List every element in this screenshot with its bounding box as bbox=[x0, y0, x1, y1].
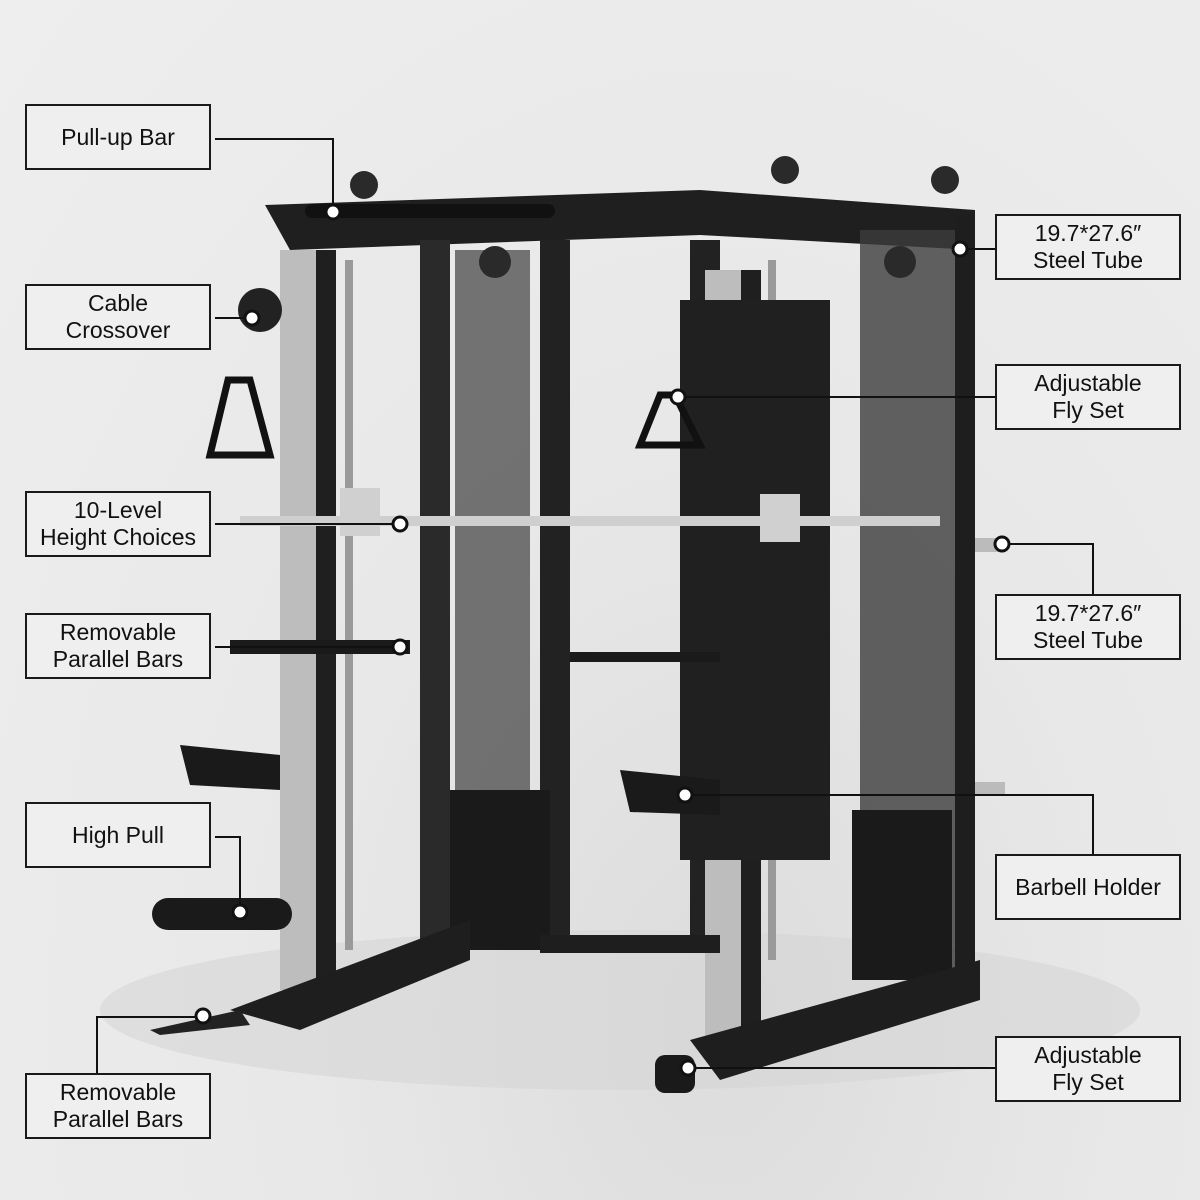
callout-dots bbox=[194, 203, 1011, 1077]
callout-text: Removable bbox=[59, 619, 177, 645]
callout-dot bbox=[993, 535, 1011, 553]
callout-steel-tube-side: 19.7*27.6″Steel Tube bbox=[995, 594, 1181, 660]
callout-text: Removable bbox=[59, 1079, 177, 1105]
callout-text: Fly Set bbox=[1052, 1069, 1124, 1095]
callout-text: Parallel Bars bbox=[52, 646, 184, 672]
callout-dot bbox=[243, 309, 261, 327]
callout-text: Parallel Bars bbox=[52, 1106, 184, 1132]
callout-text: Steel Tube bbox=[1033, 247, 1143, 273]
callout-barbell-holder: Barbell Holder bbox=[995, 854, 1181, 920]
callout-text: Pull-up Bar bbox=[61, 123, 175, 150]
callout-text: Cable bbox=[87, 290, 149, 316]
callout-dot bbox=[231, 903, 249, 921]
callout-text: Height Choices bbox=[40, 524, 196, 550]
callout-text: Fly Set bbox=[1052, 397, 1124, 423]
callout-dot bbox=[679, 1059, 697, 1077]
callout-text: Crossover bbox=[65, 317, 171, 343]
callout-dot bbox=[951, 240, 969, 258]
callout-high-pull: High Pull bbox=[25, 802, 211, 868]
callout-pull-up-bar: Pull-up Bar bbox=[25, 104, 211, 170]
callout-text: Adjustable bbox=[1034, 1042, 1142, 1068]
callout-dot bbox=[324, 203, 342, 221]
callout-text: 19.7*27.6″ bbox=[1034, 220, 1142, 246]
callout-steel-tube-top: 19.7*27.6″Steel Tube bbox=[995, 214, 1181, 280]
callout-dot bbox=[391, 515, 409, 533]
callout-text: High Pull bbox=[71, 821, 165, 848]
callout-dot bbox=[194, 1007, 212, 1025]
callout-dot bbox=[391, 638, 409, 656]
callout-dot bbox=[669, 388, 687, 406]
callout-text: Adjustable bbox=[1034, 370, 1142, 396]
callout-text: Steel Tube bbox=[1033, 627, 1143, 653]
leader-lines bbox=[96, 138, 1094, 1073]
callout-dot bbox=[676, 786, 694, 804]
callout-text: Barbell Holder bbox=[1015, 873, 1161, 900]
callout-text: 10-Level bbox=[73, 497, 163, 523]
callout-text: 19.7*27.6″ bbox=[1034, 600, 1142, 626]
